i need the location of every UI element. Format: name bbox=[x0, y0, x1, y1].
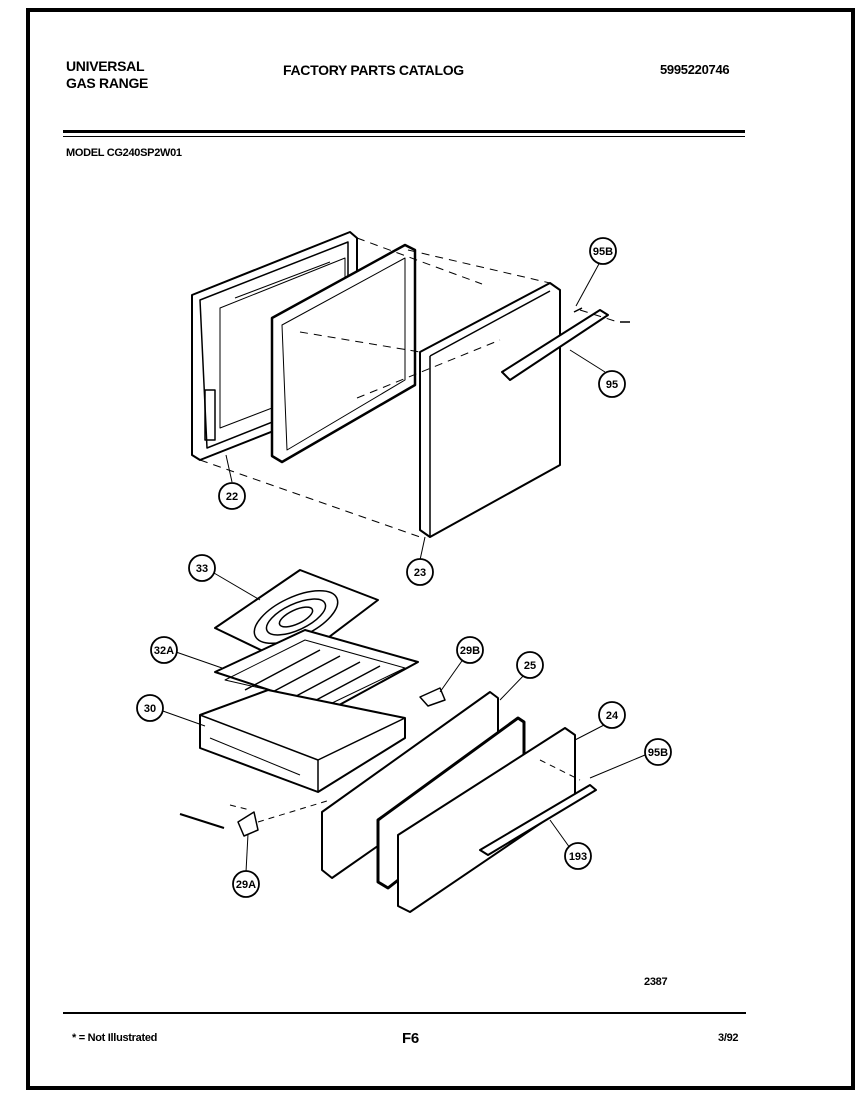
page-number: F6 bbox=[402, 1030, 419, 1047]
callout-25: 25 bbox=[516, 651, 544, 679]
callout-193: 193 bbox=[564, 842, 592, 870]
brand-line-1: UNIVERSAL bbox=[66, 58, 145, 74]
callout-30: 30 bbox=[136, 694, 164, 722]
svg-text:23: 23 bbox=[414, 567, 426, 579]
callout-95: 95 bbox=[598, 370, 626, 398]
footer-rule bbox=[63, 1012, 746, 1014]
alignment-lines-lower bbox=[229, 759, 581, 823]
part-30-broiler-drawer bbox=[199, 689, 406, 793]
svg-text:25: 25 bbox=[524, 660, 536, 672]
svg-text:32A: 32A bbox=[154, 645, 174, 657]
part-29a-slide bbox=[179, 811, 259, 837]
svg-text:193: 193 bbox=[569, 851, 587, 863]
drawing-code: 2387 bbox=[644, 976, 668, 988]
svg-text:95B: 95B bbox=[648, 747, 668, 759]
brand-title: UNIVERSAL GAS RANGE bbox=[66, 58, 148, 92]
callout-23: 23 bbox=[406, 558, 434, 586]
catalog-title: FACTORY PARTS CATALOG bbox=[283, 62, 464, 78]
page-border bbox=[26, 8, 855, 1090]
header-rule-thin bbox=[63, 136, 745, 137]
svg-text:29B: 29B bbox=[460, 645, 480, 657]
part-23-outer-door bbox=[419, 282, 561, 538]
header-rule-thick bbox=[63, 130, 745, 133]
svg-text:22: 22 bbox=[226, 491, 238, 503]
svg-text:30: 30 bbox=[144, 703, 156, 715]
callout-29a: 29A bbox=[232, 870, 260, 898]
leader-lines bbox=[159, 261, 646, 873]
not-illustrated-note: * = Not Illustrated bbox=[72, 1032, 158, 1044]
revision-date: 3/92 bbox=[718, 1032, 739, 1044]
callout-22: 22 bbox=[218, 482, 246, 510]
svg-text:29A: 29A bbox=[236, 879, 256, 891]
model-number: MODEL CG240SP2W01 bbox=[66, 147, 182, 159]
svg-text:95B: 95B bbox=[593, 246, 613, 258]
callout-33: 33 bbox=[188, 554, 216, 582]
callout-95b-lower: 95B bbox=[644, 738, 672, 766]
callouts: 22 23 95B 95 33 32A 29B 25 30 24 95B 193… bbox=[136, 237, 672, 898]
callout-95b-upper: 95B bbox=[589, 237, 617, 265]
part-193-drawer-handle bbox=[479, 784, 597, 856]
svg-text:33: 33 bbox=[196, 563, 208, 575]
callout-32a: 32A bbox=[150, 636, 178, 664]
brand-line-2: GAS RANGE bbox=[66, 75, 149, 91]
part-door-insulation-panel bbox=[270, 243, 417, 464]
part-95-door-handle bbox=[501, 307, 630, 381]
svg-text:24: 24 bbox=[606, 710, 619, 722]
part-number: 5995220746 bbox=[660, 62, 730, 77]
part-29b-bracket bbox=[419, 687, 446, 707]
alignment-lines-upper bbox=[199, 237, 619, 538]
callout-24: 24 bbox=[598, 701, 626, 729]
callout-29b: 29B bbox=[456, 636, 484, 664]
svg-text:95: 95 bbox=[606, 379, 618, 391]
